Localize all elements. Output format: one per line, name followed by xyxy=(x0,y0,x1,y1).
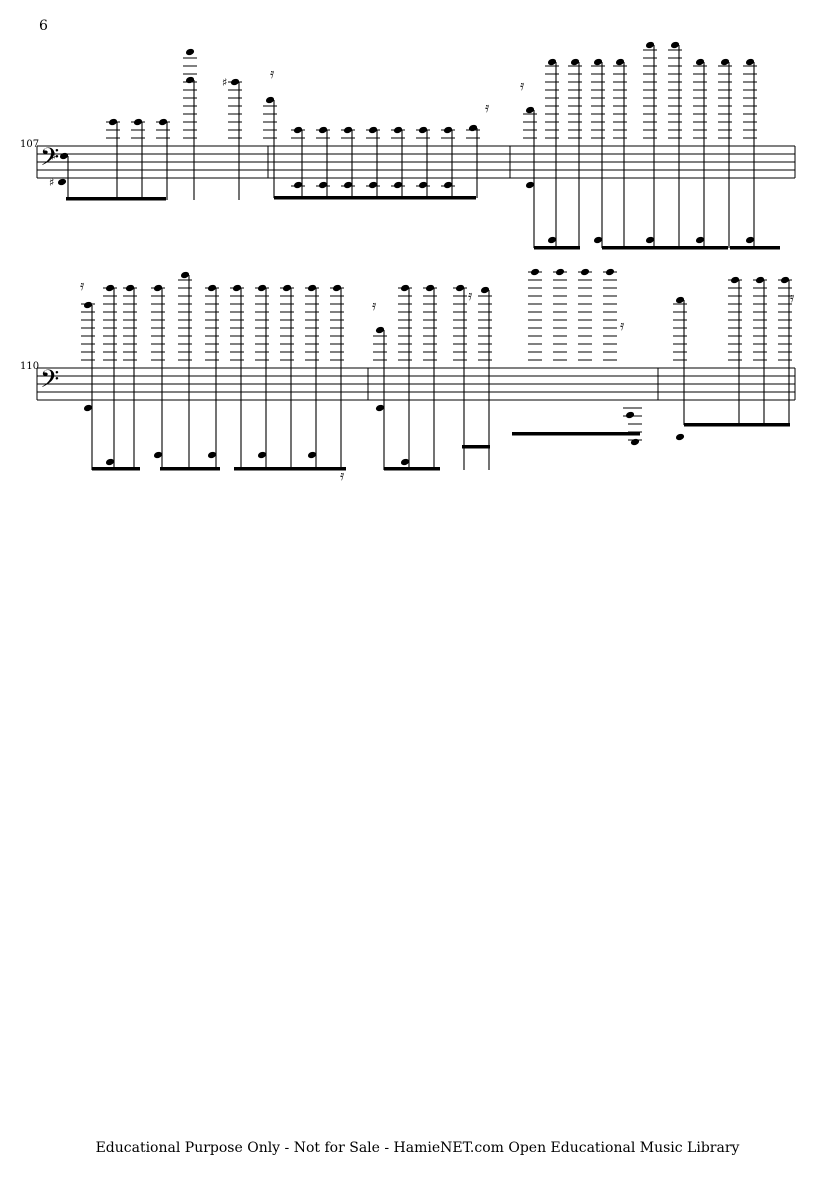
note-head xyxy=(625,411,635,419)
sixteenth-rest-icon: 𝄿 xyxy=(468,288,473,304)
note-head xyxy=(185,48,195,56)
note-head xyxy=(400,458,410,466)
sixteenth-rest-icon: 𝄿 xyxy=(790,290,795,306)
note-head xyxy=(180,271,190,279)
beam xyxy=(274,196,476,200)
sixteenth-rest-icon: 𝄿 xyxy=(270,66,275,82)
bass-clef-icon: 𝄢 xyxy=(40,143,59,178)
beam xyxy=(66,197,166,201)
note-head xyxy=(547,58,557,66)
note-head xyxy=(645,41,655,49)
beam xyxy=(234,467,346,471)
svg-text:𝄢: 𝄢 xyxy=(40,365,59,400)
sixteenth-rest-icon: 𝄿 xyxy=(620,318,625,334)
sixteenth-rest-icon: 𝄿 xyxy=(485,100,490,116)
note-head xyxy=(695,58,705,66)
note-head xyxy=(695,236,705,244)
note-head xyxy=(525,106,535,114)
note-head xyxy=(153,451,163,459)
note-head xyxy=(265,96,275,104)
notes-layer: ♯ ♯ ♯ 𝄿 𝄿 𝄿 𝄿 𝄿 𝄿 𝄿 𝄿 𝄿 xyxy=(49,41,795,484)
note-head xyxy=(293,181,303,189)
note-head xyxy=(207,451,217,459)
note-head xyxy=(593,236,603,244)
note-head xyxy=(480,286,490,294)
sharp-icon: ♯ xyxy=(51,150,56,163)
staff-system-2 xyxy=(36,367,796,401)
note-head xyxy=(83,301,93,309)
beam xyxy=(730,246,780,250)
note-head xyxy=(720,58,730,66)
beam xyxy=(462,445,490,449)
bass-clef-icon: 𝄢 xyxy=(40,365,59,400)
note-head xyxy=(675,296,685,304)
note-head xyxy=(375,404,385,412)
measure-number-system-1: 107 xyxy=(20,139,40,150)
note-head xyxy=(375,326,385,334)
note-head xyxy=(745,58,755,66)
staff-system-1 xyxy=(36,145,796,179)
beam xyxy=(160,467,220,471)
beam xyxy=(684,423,790,427)
note-head xyxy=(307,451,317,459)
sixteenth-rest-icon: 𝄿 xyxy=(372,298,377,314)
note-head xyxy=(593,58,603,66)
note-head xyxy=(645,236,655,244)
beam xyxy=(512,432,640,436)
sharp-icon: ♯ xyxy=(222,76,227,89)
note-head xyxy=(343,181,353,189)
sixteenth-rest-icon: 𝄿 xyxy=(520,78,525,94)
note-head xyxy=(745,236,755,244)
note-head xyxy=(670,41,680,49)
beam xyxy=(534,246,580,250)
note-head xyxy=(368,181,378,189)
note-head xyxy=(630,438,640,446)
note-head xyxy=(443,181,453,189)
note-head xyxy=(418,181,428,189)
page-number: 6 xyxy=(39,18,48,34)
note-head xyxy=(83,404,93,412)
note-head xyxy=(105,458,115,466)
note-head xyxy=(393,181,403,189)
sixteenth-rest-icon: 𝄿 xyxy=(340,468,345,484)
note-head xyxy=(615,58,625,66)
beam xyxy=(602,246,728,250)
note-head xyxy=(59,152,69,160)
note-head xyxy=(525,181,535,189)
sharp-icon: ♯ xyxy=(49,176,54,189)
note-head xyxy=(57,178,67,186)
footer-copyright: Educational Purpose Only - Not for Sale … xyxy=(95,1140,740,1156)
note-head xyxy=(570,58,580,66)
note-head xyxy=(257,451,267,459)
measure-number-system-2: 110 xyxy=(20,361,40,372)
note-head xyxy=(547,236,557,244)
beam xyxy=(92,467,140,471)
beam xyxy=(384,467,440,471)
sixteenth-rest-icon: 𝄿 xyxy=(80,278,85,294)
svg-text:𝄢: 𝄢 xyxy=(40,143,59,178)
note-head xyxy=(675,433,685,441)
note-head xyxy=(318,181,328,189)
